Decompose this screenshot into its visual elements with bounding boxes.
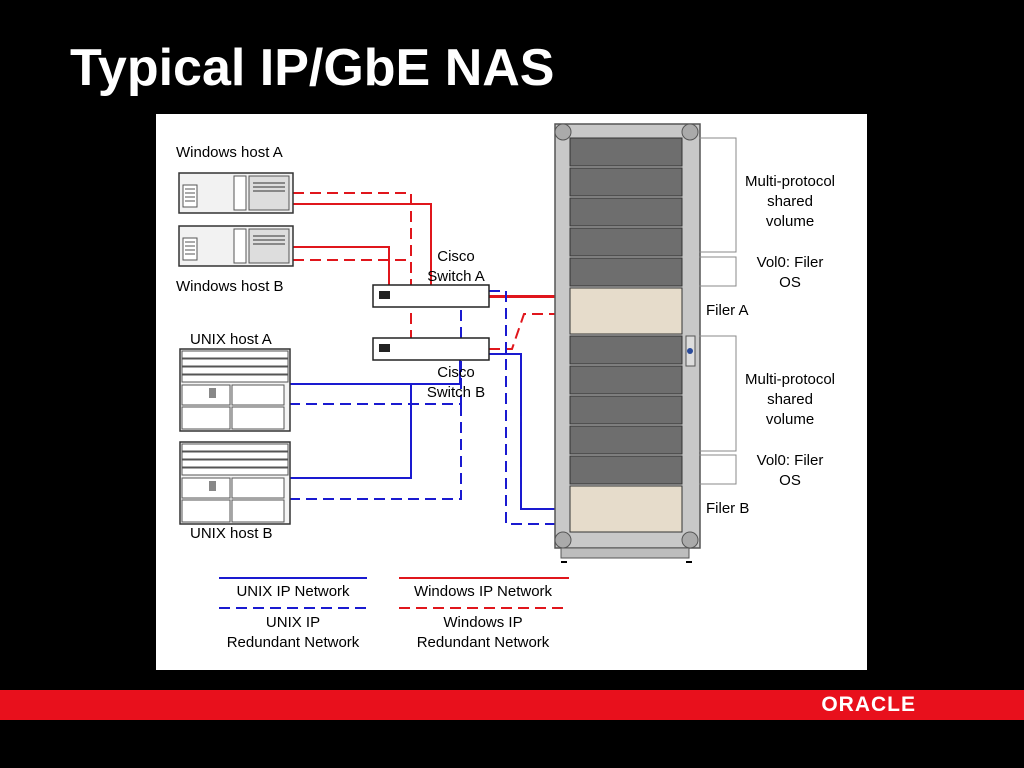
volume-a-label-line-3: volume [766,213,814,230]
os-b-label-line-1: Vol0: Filer [757,452,824,469]
unix-host-a-label: UNIX host A [190,331,272,348]
unix-host-b-label: UNIX host B [190,525,273,542]
volume-b-label-line-3: volume [766,411,814,428]
volume-b-label-line-1: Multi-protocol [745,371,835,388]
diagram-panel: Windows host A Windows host B UNIX host … [156,114,867,670]
legend-windows-redundant-label-line-2: Redundant Network [417,634,550,651]
unix-host-a [179,348,291,432]
windows-host-a [178,172,294,214]
switch-b-filer-a-redundant [489,313,561,350]
filer-b-head [569,485,683,533]
unix-host-b [179,441,291,525]
volume-b-label-line-2: shared [767,391,813,408]
cisco-switch-a [372,284,490,308]
windows-host-a-label: Windows host A [176,144,283,161]
storage-rack [554,123,701,563]
legend-windows-ip-label: Windows IP Network [414,583,553,600]
volume-a-label-line-1: Multi-protocol [745,173,835,190]
os-b-label-line-2: OS [779,472,801,489]
disk-shelves-a [569,137,683,287]
switch-a-filer-b-redundant [489,290,561,525]
os-a-label-line-2: OS [779,274,801,291]
unix-network-lines [289,353,561,510]
legend-unix-redundant-label-line-2: Redundant Network [227,634,360,651]
footer-band: ORACLE [0,690,1024,720]
cisco-switch-b [372,337,490,361]
oracle-logo: ORACLE [821,693,916,716]
unix-b-link [289,384,412,479]
unix-b-redundant [289,404,462,500]
disk-shelves-b [569,335,683,485]
switch-a-label-line-1: Cisco [437,248,475,265]
legend-unix-redundant-label-line-1: UNIX IP [266,614,320,631]
nas-diagram: Windows host A Windows host B UNIX host … [176,123,835,651]
filer-b-label: Filer B [706,500,749,517]
windows-b-link [293,246,390,286]
switch-b-label-line-1: Cisco [437,364,475,381]
os-a-label-line-1: Vol0: Filer [757,254,824,271]
filer-a-head [569,287,683,335]
switch-b-label-line-2: Switch B [427,384,485,401]
windows-host-b-label: Windows host B [176,278,284,295]
windows-host-b [178,225,294,267]
switch-b-filer-b-link [489,353,561,510]
windows-a-redundant [293,192,412,349]
legend-unix-ip-label: UNIX IP Network [236,583,350,600]
slide-title: Typical IP/GbE NAS [70,39,555,97]
legend-windows-redundant-label-line-1: Windows IP [443,614,522,631]
legend: UNIX IP Network UNIX IP Redundant Networ… [219,577,569,651]
volume-a-label-line-2: shared [767,193,813,210]
filer-a-label: Filer A [706,302,749,319]
switch-a-label-line-2: Switch A [427,268,485,285]
volume-brackets [699,137,737,485]
